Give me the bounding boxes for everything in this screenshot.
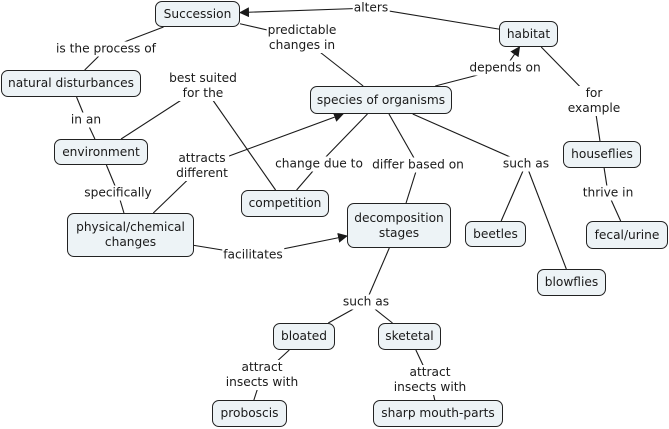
- concept-bloated[interactable]: bloated: [273, 323, 335, 350]
- concept-environment[interactable]: environment: [54, 139, 148, 165]
- link-label-such-as-species: such as: [501, 156, 551, 172]
- connector-lp_alters-to-succession: [239, 7, 372, 18]
- link-label-attracts-different: attracts different: [175, 151, 229, 181]
- connector-species-to-lp_suchas1: [412, 113, 527, 165]
- concept-natural-disturbances[interactable]: natural disturbances: [1, 70, 141, 97]
- concept-sharp-mouth-parts[interactable]: sharp mouth-parts: [373, 400, 503, 427]
- link-label-for-example: for example: [556, 86, 632, 116]
- concept-sketetal[interactable]: sketetal: [378, 323, 441, 350]
- concept-proboscis[interactable]: proboscis: [212, 400, 287, 427]
- link-label-alters: alters: [352, 0, 390, 16]
- link-label-best-suited-for-the: best suited for the: [168, 71, 238, 101]
- connector-decomposition-to-lp_suchas2: [365, 247, 390, 303]
- connector-lp_suchas1-to-beetles: [500, 163, 527, 222]
- link-label-differ-based-on: differ based on: [371, 157, 465, 173]
- link-label-such-as-stages: such as: [341, 294, 391, 310]
- link-label-specifically: specifically: [83, 185, 153, 201]
- link-label-change-due-to: change due to: [274, 156, 364, 172]
- concept-competition[interactable]: competition: [241, 190, 329, 217]
- concept-decomposition-stages[interactable]: decomposition stages: [347, 203, 451, 248]
- link-label-attract-insects-with-bloated: attract insects with: [224, 360, 300, 390]
- link-label-is-the-process-of: is the process of: [55, 41, 157, 57]
- connector-lp_best-to-competition: [202, 85, 277, 191]
- link-label-facilitates: facilitates: [222, 247, 284, 263]
- concept-beetles[interactable]: beetles: [465, 221, 526, 247]
- concept-houseflies[interactable]: houseflies: [563, 141, 641, 168]
- concept-physical-chemical-changes[interactable]: physical/chemical changes: [67, 213, 194, 257]
- concept-succession[interactable]: Succession: [155, 1, 240, 27]
- connector-habitat-to-lp_alters: [370, 7, 500, 30]
- link-label-predictable-changes-in: predictable changes in: [266, 23, 338, 53]
- connector-species-to-lp_differ: [388, 113, 419, 166]
- concept-fecal-urine[interactable]: fecal/urine: [586, 221, 668, 249]
- link-label-depends-on: depends on: [468, 60, 542, 76]
- concept-species-of-organisms[interactable]: species of organisms: [310, 86, 452, 114]
- link-label-in-an: in an: [69, 112, 103, 128]
- connector-species-to-lp_change: [318, 113, 368, 165]
- connector-lp_suchas1-to-blowflies: [525, 163, 567, 270]
- link-label-attract-insects-with-sketetal: attract insects with: [392, 365, 468, 395]
- concept-blowflies[interactable]: blowflies: [537, 269, 606, 296]
- concept-habitat[interactable]: habitat: [499, 21, 558, 47]
- link-label-thrive-in: thrive in: [581, 185, 635, 201]
